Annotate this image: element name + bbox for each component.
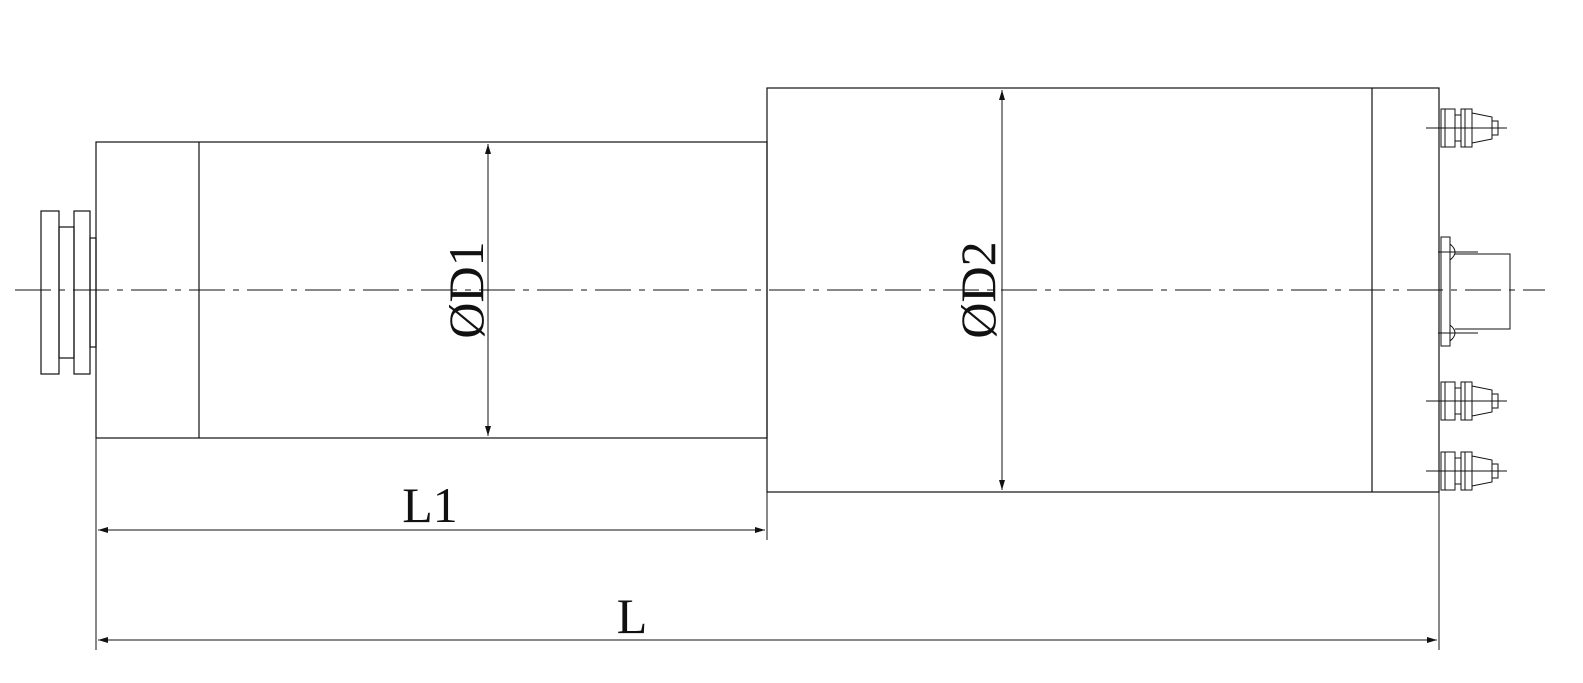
l1-label: L1 xyxy=(402,477,458,533)
front-flange xyxy=(40,210,97,375)
d2-label: ØD2 xyxy=(950,241,1006,338)
cable-connector-icon xyxy=(1425,381,1508,421)
d1-label: ØD1 xyxy=(438,241,494,338)
cable-connector-icon xyxy=(1425,451,1508,491)
cable-connector-icon xyxy=(1425,108,1508,148)
l1-dimension xyxy=(95,438,768,650)
l-dimension xyxy=(98,492,1440,650)
plug-socket xyxy=(1438,236,1511,347)
l-label: L xyxy=(617,588,648,644)
rear-body xyxy=(766,87,1440,493)
